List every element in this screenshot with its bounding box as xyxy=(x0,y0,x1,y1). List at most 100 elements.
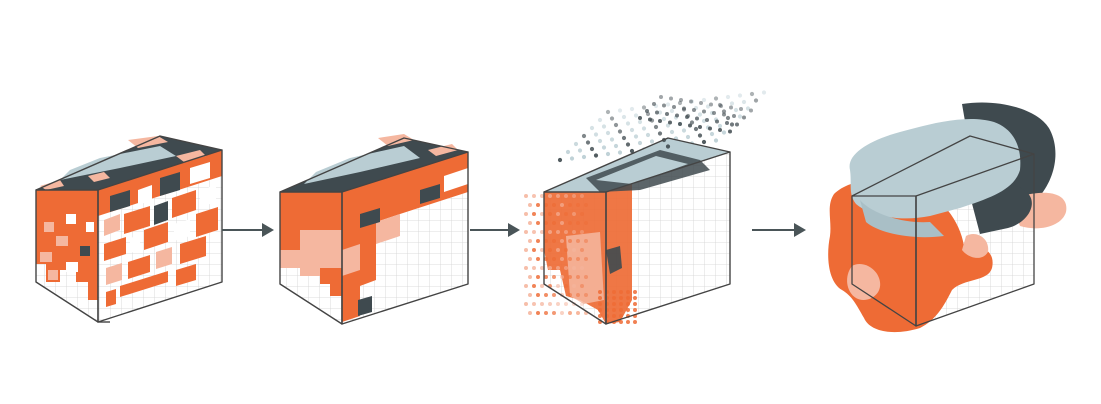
point-dot xyxy=(576,203,580,207)
point-dot xyxy=(669,129,675,135)
point-dot xyxy=(528,311,532,315)
point-dot xyxy=(581,133,587,139)
point-dot xyxy=(626,308,630,312)
point-dot xyxy=(735,122,739,127)
point-dot xyxy=(659,95,663,99)
point-dot xyxy=(580,302,584,306)
point-dot xyxy=(733,107,739,113)
point-dot xyxy=(619,296,623,300)
point-dot xyxy=(524,230,528,234)
point-dot xyxy=(637,140,643,146)
point-dot xyxy=(761,90,767,95)
point-dot xyxy=(532,212,536,216)
stage-voxel-grid-simplified xyxy=(279,134,469,325)
point-dot xyxy=(552,293,556,297)
point-dot xyxy=(718,128,722,132)
point-dot xyxy=(745,106,751,111)
point-dot xyxy=(573,141,579,147)
point-dot xyxy=(712,111,716,115)
point-dot xyxy=(564,194,568,198)
point-dot xyxy=(540,302,544,306)
point-dot xyxy=(698,125,702,129)
point-dot xyxy=(619,302,623,306)
point-dot xyxy=(617,129,623,134)
point-dot xyxy=(524,212,528,216)
point-dot xyxy=(621,135,627,141)
point-dot xyxy=(544,293,548,297)
point-dot xyxy=(580,230,584,234)
point-dot xyxy=(612,308,616,312)
point-dot xyxy=(597,138,603,144)
point-dot xyxy=(665,112,669,116)
point-dot xyxy=(713,96,719,101)
point-dot xyxy=(576,257,580,261)
point-dot xyxy=(576,239,580,243)
point-dot xyxy=(721,109,727,114)
point-dot xyxy=(613,143,619,149)
point-dot xyxy=(556,302,560,306)
point-dot xyxy=(548,230,552,234)
point-dot xyxy=(524,248,528,252)
stage-smooth-mesh xyxy=(828,102,1067,333)
point-dot xyxy=(749,91,755,97)
point-dot xyxy=(719,104,723,108)
point-dot xyxy=(668,120,672,125)
point-dot xyxy=(645,132,651,138)
point-dot xyxy=(569,156,575,161)
point-dot xyxy=(657,110,663,115)
point-dot xyxy=(552,257,556,261)
point-dot xyxy=(653,145,659,151)
point-dot xyxy=(617,108,623,113)
point-dot xyxy=(633,320,637,324)
point-dot xyxy=(689,99,693,104)
point-dot xyxy=(662,103,666,108)
point-dot xyxy=(532,266,536,270)
point-dot xyxy=(626,296,630,300)
point-dot xyxy=(697,133,703,138)
point-dot xyxy=(556,230,560,234)
point-dot xyxy=(528,203,532,207)
point-dot xyxy=(576,221,580,225)
point-dot xyxy=(626,320,630,324)
point-dot xyxy=(612,296,616,300)
point-dot xyxy=(568,311,572,315)
point-dot xyxy=(564,302,568,306)
point-dot xyxy=(709,102,713,107)
point-dot xyxy=(548,194,552,198)
point-dot xyxy=(572,212,576,216)
point-dot xyxy=(544,257,548,261)
point-dot xyxy=(560,221,564,225)
point-dot xyxy=(637,119,643,125)
point-dot xyxy=(580,266,584,270)
point-dot xyxy=(677,142,683,148)
point-dot xyxy=(625,142,631,147)
point-dot xyxy=(585,140,591,145)
point-dot xyxy=(568,203,572,207)
point-dot xyxy=(589,125,595,131)
point-dot xyxy=(576,293,580,297)
point-dot xyxy=(692,108,696,112)
point-dot xyxy=(532,302,536,306)
point-dot xyxy=(560,239,564,243)
point-dot xyxy=(560,275,564,279)
point-dot xyxy=(665,144,671,149)
point-cloud-dots xyxy=(524,90,767,324)
point-dot xyxy=(598,290,602,294)
point-dot xyxy=(669,96,673,101)
point-dot xyxy=(701,97,707,103)
point-dot xyxy=(564,230,568,234)
point-dot xyxy=(729,122,735,127)
point-dot xyxy=(625,121,631,126)
point-dot xyxy=(613,122,619,128)
point-dot xyxy=(576,311,580,315)
point-dot xyxy=(629,148,635,154)
point-dot xyxy=(702,109,706,114)
point-dot xyxy=(544,311,548,315)
point-dot xyxy=(648,117,652,122)
point-dot xyxy=(565,149,571,155)
point-dot xyxy=(572,284,576,288)
point-dot xyxy=(544,203,548,207)
point-dot xyxy=(669,108,675,114)
